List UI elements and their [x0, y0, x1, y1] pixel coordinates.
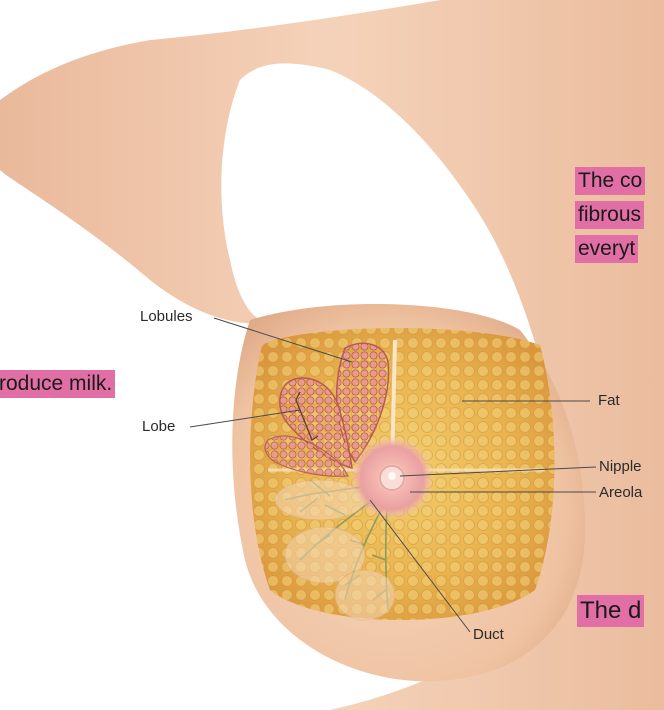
highlight-left: roduce milk.: [0, 370, 115, 398]
label-lobules: Lobules: [140, 309, 193, 324]
label-lobe: Lobe: [142, 419, 175, 434]
highlight-right-line1: The co: [575, 167, 645, 195]
label-nipple: Nipple: [599, 459, 642, 474]
highlight-bottom: The d: [577, 595, 644, 627]
label-fat: Fat: [598, 393, 620, 408]
highlight-right-line3: everyt: [575, 235, 638, 263]
areola-and-nipple: [350, 436, 434, 520]
label-areola: Areola: [599, 485, 642, 500]
highlight-right-line2: fibrous: [575, 201, 644, 229]
label-duct: Duct: [473, 627, 504, 642]
